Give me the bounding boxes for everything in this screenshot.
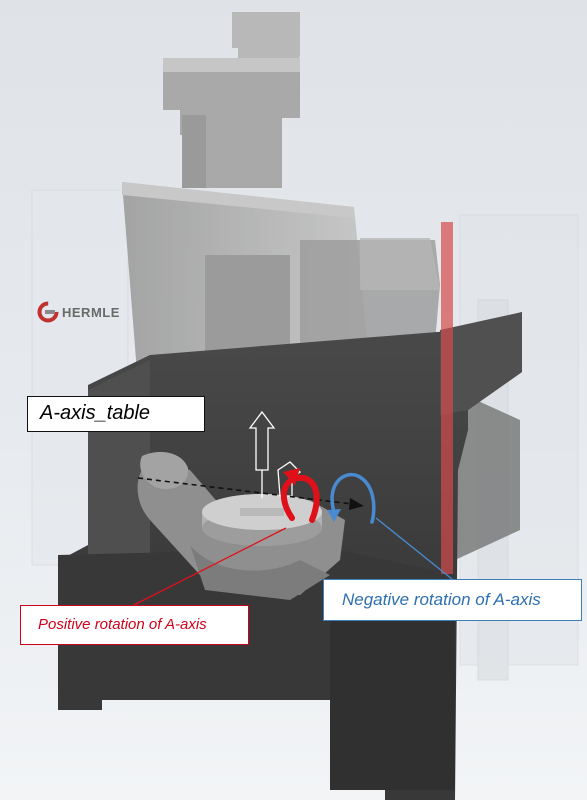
axis-line bbox=[137, 477, 364, 510]
machine-column bbox=[163, 12, 300, 188]
hermle-logo-text: HERMLE bbox=[62, 304, 120, 320]
hermle-logo: HERMLE bbox=[36, 298, 120, 326]
negative-rotation-arrow bbox=[330, 472, 376, 524]
hermle-ring-logo-icon bbox=[37, 301, 59, 323]
positive-leader-line bbox=[131, 527, 287, 607]
negative-rotation-arrowhead bbox=[327, 509, 341, 522]
negative-leader-line bbox=[375, 517, 453, 580]
axis-table-label: A-axis_table bbox=[27, 396, 205, 432]
rotary-table bbox=[137, 452, 345, 600]
positive-rotation-arrowhead bbox=[283, 468, 300, 485]
positive-rotation-arrow bbox=[281, 474, 320, 523]
negative-rotation-label: Negative rotation of A-axis bbox=[323, 579, 582, 621]
red-rail bbox=[441, 222, 453, 574]
positive-rotation-label: Positive rotation of A-axis bbox=[20, 605, 249, 645]
